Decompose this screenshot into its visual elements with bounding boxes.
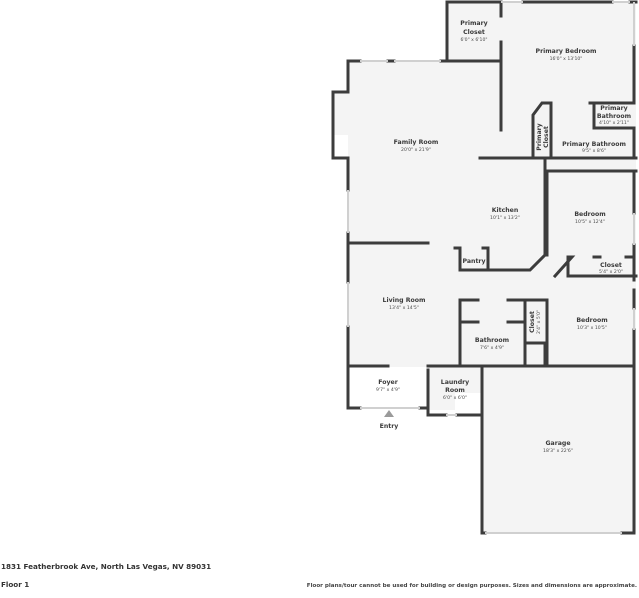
room-primary-bedroom: Primary Bedroom: [536, 48, 597, 55]
room-closet-bedroom-2: Closet: [600, 262, 622, 269]
disclaimer: Floor plans/tour cannot be used for buil…: [306, 583, 637, 589]
room-primary-bathroom-small: Primary: [600, 105, 627, 112]
room-living-room: Living Room: [383, 297, 426, 304]
room-garage: Garage: [545, 440, 570, 447]
svg-text:10'5" x 12'4": 10'5" x 12'4": [575, 219, 605, 225]
svg-text:9'5" x 8'6": 9'5" x 8'6": [582, 148, 606, 154]
svg-text:13'4" x 14'5": 13'4" x 14'5": [389, 305, 419, 311]
svg-text:6'0" x 6'10": 6'0" x 6'10": [460, 37, 487, 43]
svg-text:Bathroom: Bathroom: [597, 113, 631, 120]
svg-text:6'0" x 6'0": 6'0" x 6'0": [443, 395, 467, 401]
svg-text:4'10" x 2'11": 4'10" x 2'11": [599, 120, 629, 126]
room-kitchen: Kitchen: [492, 207, 519, 214]
entry-marker-icon: [384, 410, 394, 417]
svg-text:7'6" x 4'9": 7'6" x 4'9": [480, 345, 504, 351]
svg-text:10'1" x 13'2": 10'1" x 13'2": [490, 215, 520, 221]
svg-text:Closet: Closet: [543, 126, 550, 148]
floor-label: Floor 1: [1, 580, 30, 589]
svg-text:9'7" x 4'9": 9'7" x 4'9": [376, 387, 400, 393]
svg-text:Closet: Closet: [463, 29, 485, 36]
room-foyer: Foyer: [378, 379, 398, 386]
svg-text:20'0" x 21'9": 20'0" x 21'9": [401, 147, 431, 153]
svg-text:5'4" x 2'0": 5'4" x 2'0": [599, 269, 623, 275]
room-closet-hall: Closet: [529, 311, 536, 333]
room-bedroom-3: Bedroom: [576, 317, 607, 324]
room-bedroom-2: Bedroom: [574, 211, 605, 218]
svg-text:Room: Room: [445, 387, 465, 394]
svg-text:2'4" x 5'0": 2'4" x 5'0": [536, 310, 542, 334]
svg-text:18'3" x 22'6": 18'3" x 22'6": [543, 448, 573, 454]
room-bathroom: Bathroom: [475, 337, 509, 344]
svg-text:10'3" x 10'5": 10'3" x 10'5": [577, 325, 607, 331]
floor-fill: [333, 2, 636, 533]
room-labels: Primary Closet 6'0" x 6'10" Primary Bedr…: [376, 20, 631, 454]
room-pantry: Pantry: [463, 258, 486, 265]
room-primary-bathroom: Primary Bathroom: [562, 141, 626, 148]
room-family-room: Family Room: [394, 139, 439, 146]
room-primary-closet-vertical: Primary: [536, 123, 543, 150]
walls: [331, 0, 638, 535]
entry-label: Entry: [380, 423, 399, 430]
address: 1831 Featherbrook Ave, North Las Vegas, …: [1, 562, 212, 571]
room-primary-closet: Primary: [460, 20, 487, 27]
svg-text:16'0" x 13'10": 16'0" x 13'10": [550, 56, 583, 62]
room-laundry: Laundry: [441, 379, 469, 386]
windows: [347, 1, 635, 534]
